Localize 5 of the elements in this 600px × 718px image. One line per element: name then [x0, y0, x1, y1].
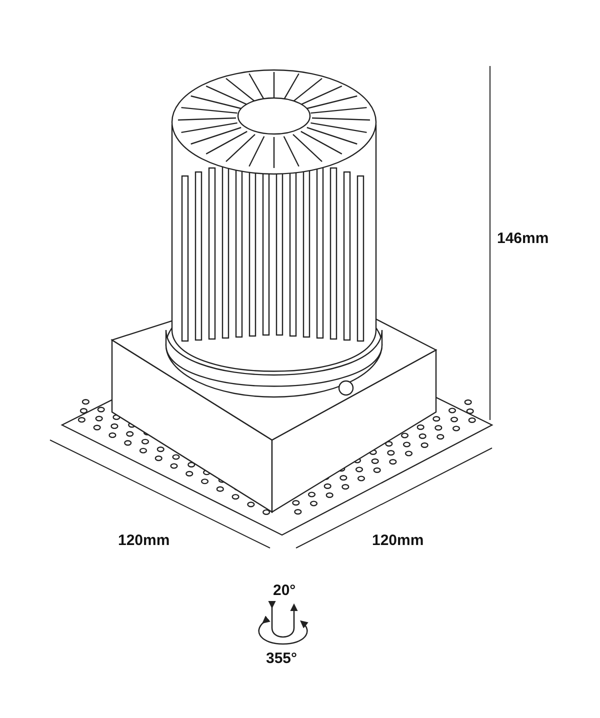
dimension-label: 146mm	[497, 230, 549, 247]
dimension-label: 120mm	[118, 532, 170, 549]
angle-label: 355°	[266, 650, 298, 667]
dimension-label: 120mm	[372, 532, 424, 549]
angle-label: 20°	[273, 582, 296, 599]
